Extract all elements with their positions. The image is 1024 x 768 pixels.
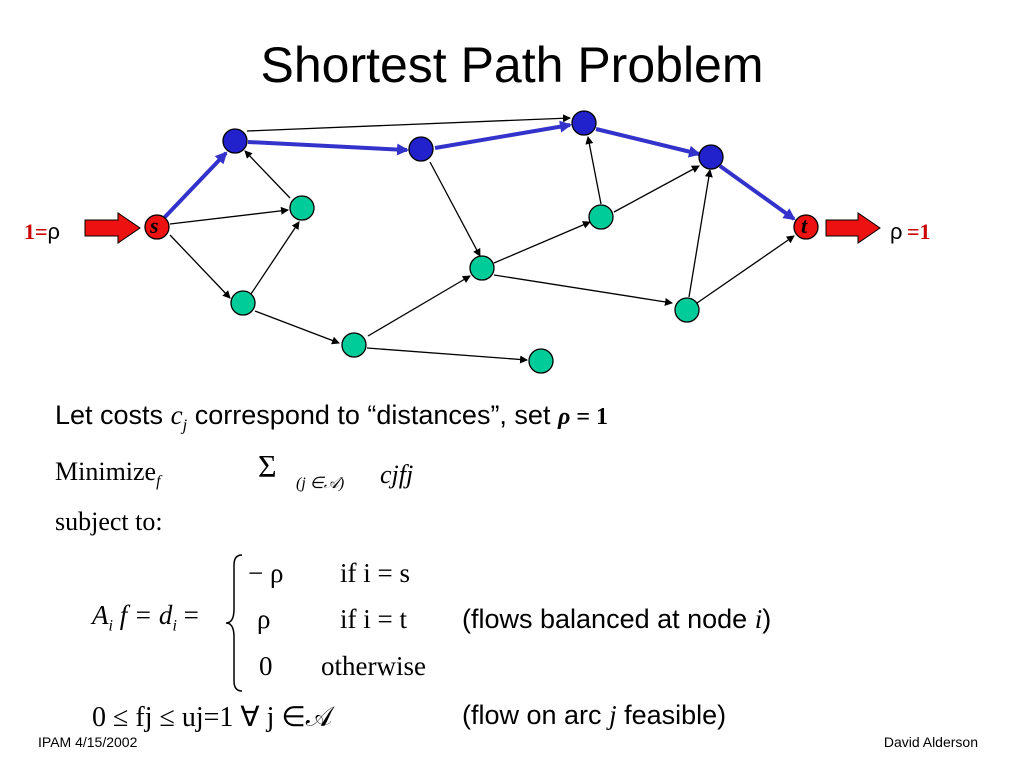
costs-middle: correspond to “distances”, set: [187, 400, 558, 430]
arc: [366, 347, 528, 364]
sum-index: (j ∈𝒜): [296, 475, 345, 492]
sink-node: [793, 214, 819, 240]
arc: [244, 150, 291, 199]
node: [408, 136, 434, 162]
objective: cjfj: [380, 460, 414, 489]
constraint-d-subscript: i: [172, 617, 177, 635]
network-diagram: [84, 110, 881, 374]
node: [222, 128, 248, 154]
output-flow-suffix: =1: [906, 219, 931, 244]
minimize-label: Minimizef: [55, 457, 161, 491]
path-arc: [718, 164, 796, 221]
constraint-a: A: [92, 600, 109, 630]
node: [571, 110, 597, 136]
flow-balance-note: (flows balanced at node i): [462, 604, 771, 635]
cost-subscript: j: [182, 415, 188, 435]
arc: [250, 221, 300, 295]
constraint-equals: =: [176, 600, 199, 630]
node: [588, 204, 614, 230]
arc: [246, 114, 571, 132]
node: [289, 195, 315, 221]
source-label: s: [150, 213, 159, 238]
costs-prefix: Let costs: [55, 400, 171, 430]
cost-symbol: c: [170, 400, 183, 430]
shortest-path: [162, 120, 796, 221]
costs-statement: Let costs cj correspond to “distances”, …: [55, 400, 608, 435]
input-flow-arrow: [84, 212, 141, 244]
footer-right: David Alderson: [883, 734, 978, 750]
path-arc: [247, 140, 409, 156]
slide-title: Shortest Path Problem: [260, 37, 764, 93]
arcs: [169, 114, 795, 364]
capacity-constraint: 0 ≤ fj ≤ uj=1 ∀ j ∈𝒜: [92, 702, 333, 733]
case2-value: ρ: [257, 604, 271, 634]
path-nodes: [222, 110, 724, 170]
path-arc: [434, 120, 572, 150]
output-flow-rho: ρ: [890, 219, 903, 244]
flow-balance-var: i: [754, 604, 763, 634]
capacity-suffix: feasible): [616, 700, 727, 730]
source-node: [144, 214, 170, 240]
constraint-a-subscript: i: [108, 617, 113, 635]
case3-condition: otherwise: [321, 651, 426, 681]
arc: [688, 169, 713, 298]
arc: [169, 206, 289, 225]
minimize-text: Minimize: [55, 457, 157, 486]
arc: [493, 274, 673, 306]
capacity-var: j: [609, 700, 617, 730]
case3-value: 0: [259, 651, 273, 681]
node: [341, 332, 367, 358]
path-arc: [595, 127, 701, 158]
curly-brace: [225, 554, 243, 692]
path-arc: [162, 151, 228, 220]
arc: [613, 165, 700, 213]
subject-to-label: subject to:: [55, 507, 163, 536]
case1-value: − ρ: [248, 558, 284, 588]
output-flow-arrow: [825, 212, 881, 244]
rho-value: = 1: [570, 404, 609, 430]
arc: [696, 235, 795, 304]
node: [674, 297, 700, 323]
input-flow-prefix: 1=: [24, 219, 48, 244]
constraint-fd: f = d: [112, 600, 173, 630]
footer-left: IPAM 4/15/2002: [38, 734, 138, 750]
case2-condition: if i = t: [340, 604, 407, 634]
node: [469, 255, 495, 281]
other-nodes: [230, 195, 700, 374]
input-flow-rho: ρ: [47, 219, 61, 244]
arc: [367, 275, 471, 337]
arc: [493, 221, 591, 264]
flow-balance-suffix: ): [762, 604, 772, 634]
rho-symbol: ρ: [557, 404, 571, 430]
node: [528, 348, 554, 374]
arc: [429, 161, 481, 257]
sink-label: t: [801, 213, 808, 238]
node: [230, 290, 256, 316]
arc: [585, 136, 602, 205]
case1-condition: if i = s: [340, 558, 410, 588]
capacity-prefix: (flow on arc: [462, 700, 610, 730]
arc: [254, 310, 340, 345]
output-flow-label: ρ =1: [890, 219, 931, 245]
constraint-lhs: Ai f = di =: [92, 600, 199, 635]
arc: [169, 234, 231, 299]
input-flow-label: 1=ρ: [24, 219, 60, 245]
node: [698, 144, 724, 170]
flow-balance-prefix: (flows balanced at node: [462, 604, 755, 634]
capacity-note: (flow on arc j feasible): [462, 700, 726, 731]
minimize-subscript: f: [156, 473, 161, 491]
sum-symbol: Σ: [258, 448, 277, 484]
